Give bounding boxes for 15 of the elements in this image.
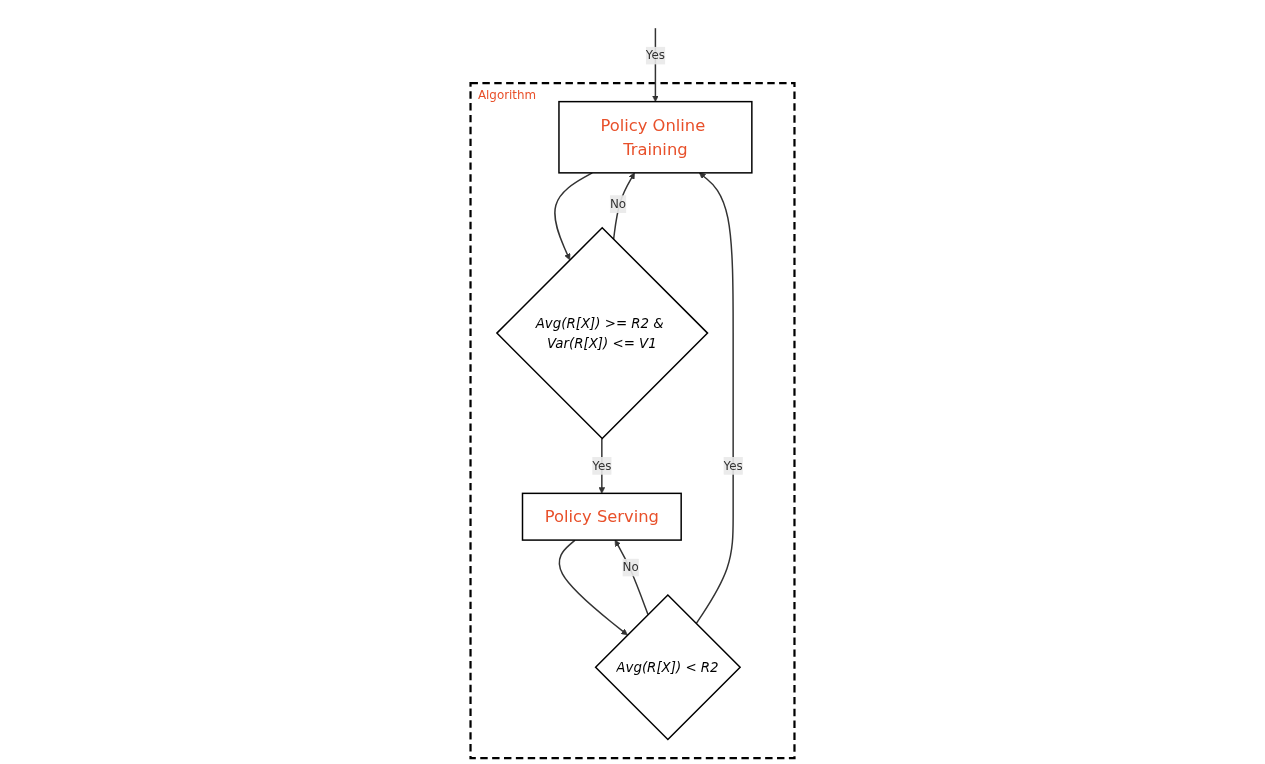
edge-label: Yes: [645, 48, 665, 63]
edge-label: Yes: [592, 458, 612, 473]
node-box: Policy Serving: [521, 492, 682, 541]
node-diamond: Avg(R[X]) >= R2 & Var(R[X]) <= V1: [495, 226, 709, 440]
node-box: Policy Online Training: [558, 100, 753, 174]
arrow: [652, 27, 659, 102]
edge-label: No: [609, 196, 627, 211]
arrow: [554, 172, 593, 261]
arrow: [558, 539, 628, 636]
edge-label: No: [622, 560, 639, 575]
arrow: [614, 539, 649, 616]
arrow: [598, 437, 606, 494]
edge-label: Yes: [723, 458, 743, 473]
arrow: [695, 172, 734, 625]
node-diamond: Avg(R[X]) < R2: [594, 593, 742, 741]
